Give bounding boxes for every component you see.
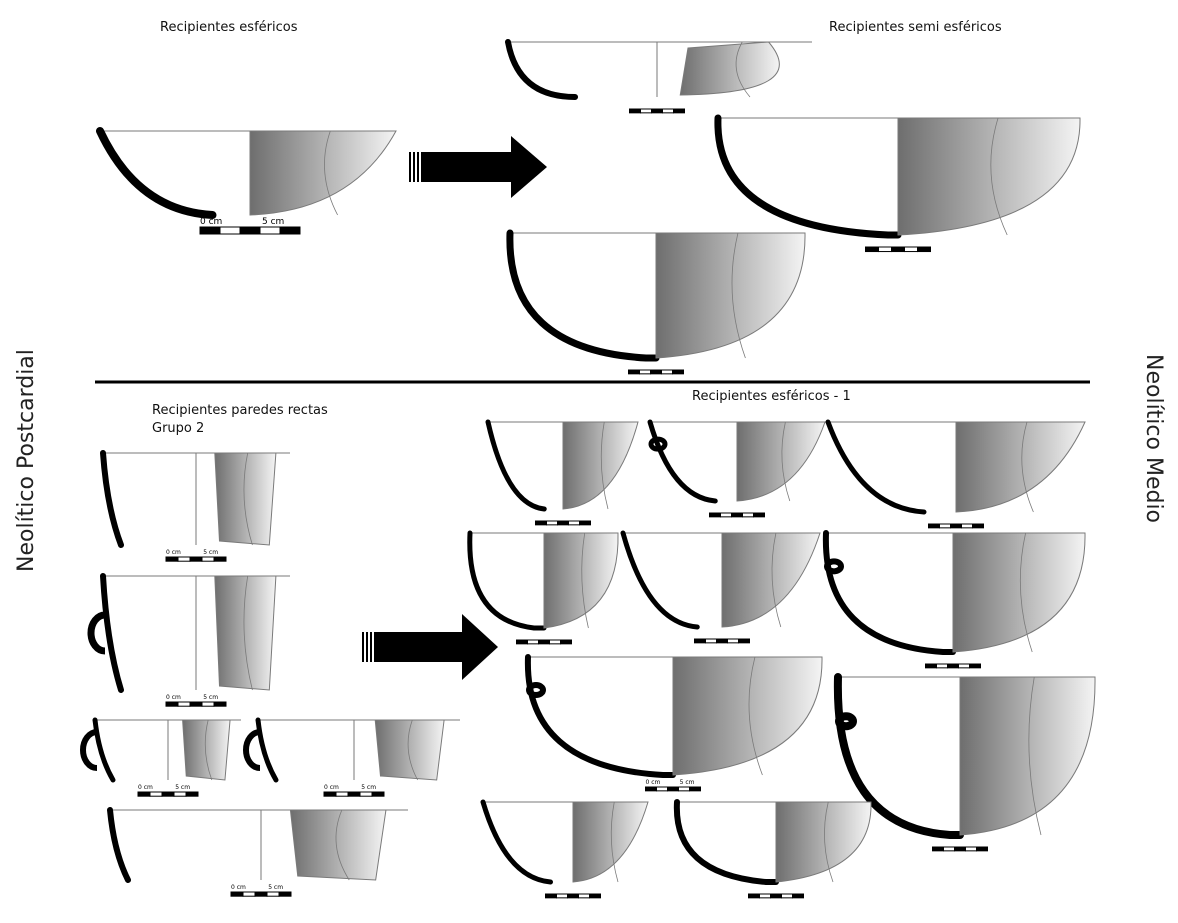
title-paredes-rectas: Recipientes paredes rectas — [152, 403, 328, 418]
vessel-drawing — [714, 114, 1081, 253]
vessel-drawing — [480, 799, 649, 899]
scale-label-five: 5 cm — [203, 549, 218, 556]
scale-bar: 0 cm 5 cm — [199, 217, 301, 235]
scale-bar: 0 cm 5 cm — [645, 779, 701, 792]
scale-label-zero: 0 cm — [200, 217, 222, 227]
scale-label-five: 5 cm — [203, 694, 218, 701]
vessel-drawing — [467, 530, 619, 645]
scale-label-zero: 0 cm — [646, 779, 661, 786]
scale-bar — [516, 639, 572, 645]
period-label-medio: Neolítico Medio — [1141, 354, 1166, 524]
title-recipientes-esfericos: Recipientes esféricos — [160, 20, 298, 35]
scale-bar: 0 cm 5 cm — [230, 884, 292, 897]
scale-bar: 0 cm 5 cm — [165, 694, 227, 707]
scale-label-five: 5 cm — [175, 784, 190, 791]
arrow-top — [409, 136, 547, 198]
scale-bar: 0 cm 5 cm — [165, 549, 227, 562]
scale-bar — [709, 512, 765, 518]
scale-bar — [865, 246, 931, 253]
vessel-drawing — [620, 530, 821, 644]
scale-bar — [628, 369, 684, 375]
scale-label-five: 5 cm — [680, 779, 695, 786]
scale-bar: 0 cm 5 cm — [137, 784, 199, 797]
scale-bar — [694, 638, 750, 644]
scale-label-zero: 0 cm — [231, 884, 246, 891]
vessel-drawing — [822, 530, 1086, 669]
title-recipientes-esfericos-1: Recipientes esféricos - 1 — [692, 389, 851, 404]
vessel-drawing: 0 cm 5 cm — [524, 654, 823, 792]
vessel-drawing — [673, 799, 872, 899]
arrow-bottom — [362, 614, 498, 680]
vessel-drawing: 0 cm 5 cm — [96, 127, 397, 235]
vessel-drawing — [506, 229, 806, 375]
scale-label-five: 5 cm — [262, 217, 284, 227]
scale-bar — [545, 893, 601, 899]
vessel-drawing: 0 cm 5 cm — [107, 807, 408, 897]
scale-bar — [629, 108, 685, 114]
period-label-postcardial: Neolítico Postcardial — [14, 349, 39, 572]
scale-label-five: 5 cm — [268, 884, 283, 891]
vessel-drawing: 0 cm 5 cm — [243, 717, 460, 797]
vessel-drawing — [647, 419, 826, 518]
scale-bar — [748, 893, 804, 899]
vessel-drawing — [833, 673, 1096, 852]
scale-bar — [535, 520, 591, 526]
vessel-drawing — [825, 419, 1086, 529]
scale-label-zero: 0 cm — [166, 694, 181, 701]
scale-label-zero: 0 cm — [138, 784, 153, 791]
scale-label-zero: 0 cm — [166, 549, 181, 556]
scale-bar — [928, 523, 984, 529]
scale-bar: 0 cm 5 cm — [323, 784, 385, 797]
vessel-drawing — [485, 419, 639, 526]
title-grupo-2: Grupo 2 — [152, 421, 205, 436]
vessel-drawing: 0 cm 5 cm — [80, 717, 241, 797]
title-recipientes-semi-esfericos: Recipientes semi esféricos — [829, 20, 1002, 35]
vessel-drawing: 0 cm 5 cm — [100, 450, 290, 562]
scale-label-zero: 0 cm — [324, 784, 339, 791]
vessel-drawing — [505, 39, 812, 114]
scale-bar — [925, 663, 981, 669]
vessel-drawing: 0 cm 5 cm — [87, 573, 290, 707]
scale-label-five: 5 cm — [361, 784, 376, 791]
scale-bar — [932, 846, 988, 852]
